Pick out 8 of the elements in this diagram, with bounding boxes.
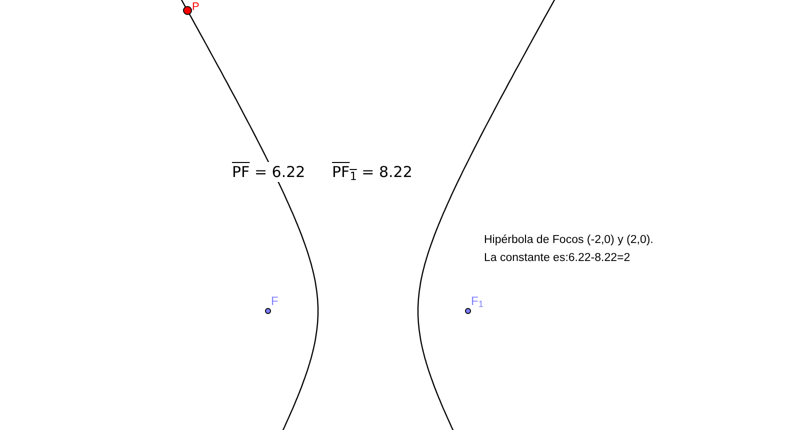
note-text: Hipérbola de Focos (-2,0) y (2,0). [484, 233, 654, 248]
point-marker [465, 308, 471, 314]
point-label: F$_{1}$ [471, 294, 484, 308]
point-label: F [271, 294, 278, 308]
point-label: P [192, 0, 200, 14]
point-marker [182, 6, 192, 14]
note-text: La constante es:6.22-8.22=2 [484, 251, 630, 266]
point-marker [265, 308, 271, 314]
